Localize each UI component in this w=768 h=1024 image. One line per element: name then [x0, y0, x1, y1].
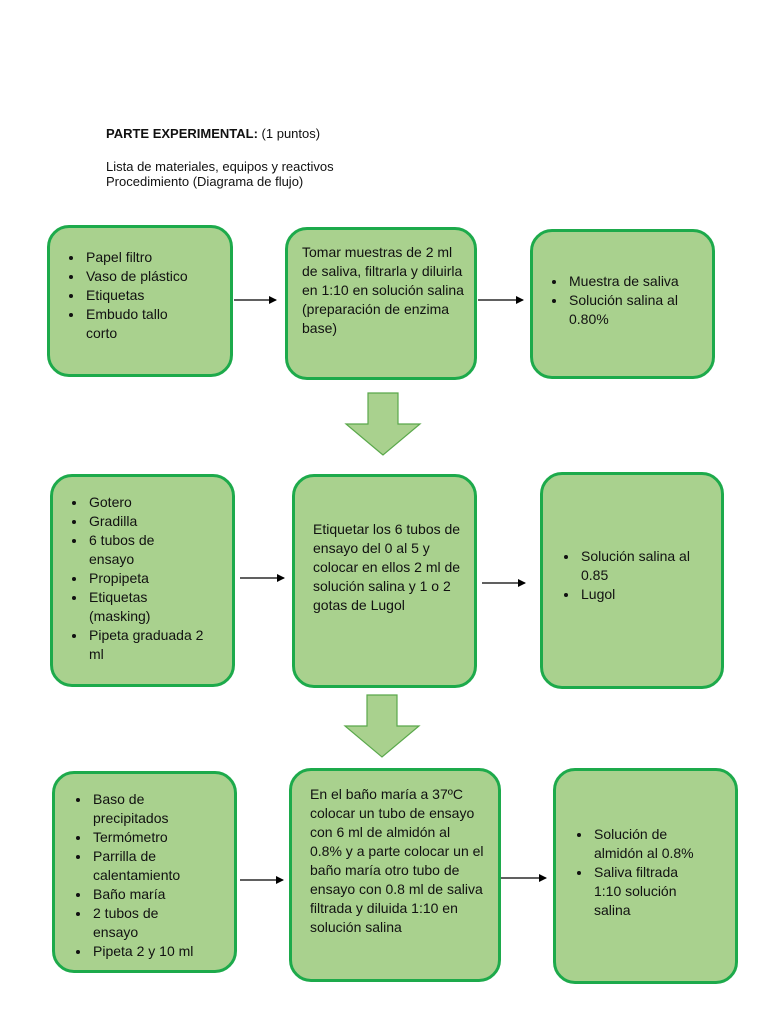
- list-item: Saliva filtrada 1:10 solución salina: [592, 863, 725, 920]
- list-item: Vaso de plástico: [84, 267, 220, 286]
- list-item: Pipeta 2 y 10 ml: [91, 942, 224, 961]
- section-points: (1 puntos): [261, 126, 321, 141]
- list-item: Solución de almidón al 0.8%: [592, 825, 725, 863]
- materials-list-1: Papel filtro Vaso de plástico Etiquetas …: [62, 248, 220, 343]
- list-item: Embudo tallo corto: [84, 305, 220, 343]
- list-item: 6 tubos de ensayo: [87, 531, 216, 569]
- procedure-text-2: Etiquetar los 6 tubos de ensayo del 0 al…: [313, 521, 461, 613]
- materials-list-3: Baso de precipitados Termómetro Parrilla…: [69, 790, 224, 961]
- reagents-list-3: Solución de almidón al 0.8% Saliva filtr…: [570, 825, 725, 920]
- materials-list-2: Gotero Gradilla 6 tubos de ensayo Propip…: [65, 493, 216, 664]
- procedure-text-1: Tomar muestras de 2 ml de saliva, filtra…: [302, 244, 464, 336]
- list-item: Muestra de saliva: [567, 272, 706, 291]
- materials-box-3: Baso de precipitados Termómetro Parrilla…: [52, 771, 237, 973]
- list-item: Gotero: [87, 493, 216, 512]
- reagents-list-2: Solución salina al 0.85 Lugol: [557, 547, 713, 604]
- list-item: Etiquetas: [84, 286, 220, 305]
- reagents-list-1: Muestra de saliva Solución salina al 0.8…: [545, 272, 706, 329]
- list-item: Papel filtro: [84, 248, 220, 267]
- list-item: Lugol: [579, 585, 713, 604]
- list-item: Pipeta graduada 2 ml: [87, 626, 216, 664]
- section-title: PARTE EXPERIMENTAL:: [106, 126, 258, 141]
- down-arrow-row1-to-row2: [344, 392, 422, 456]
- reagents-box-3: Solución de almidón al 0.8% Saliva filtr…: [553, 768, 738, 984]
- list-item: 2 tubos de ensayo: [91, 904, 224, 942]
- procedure-box-1: Tomar muestras de 2 ml de saliva, filtra…: [285, 227, 477, 380]
- procedure-text-3: En el baño maría a 37ºC colocar un tubo …: [310, 786, 484, 935]
- reagents-box-1: Muestra de saliva Solución salina al 0.8…: [530, 229, 715, 379]
- list-item: Gradilla: [87, 512, 216, 531]
- list-item: Baso de precipitados: [91, 790, 224, 828]
- list-item: Propipeta: [87, 569, 216, 588]
- procedure-box-2: Etiquetar los 6 tubos de ensayo del 0 al…: [292, 474, 477, 688]
- list-item: Solución salina al 0.80%: [567, 291, 706, 329]
- list-item: Solución salina al 0.85: [579, 547, 713, 585]
- down-arrow-row2-to-row3: [343, 694, 421, 758]
- materials-box-2: Gotero Gradilla 6 tubos de ensayo Propip…: [50, 474, 235, 687]
- procedure-label: Procedimiento (Diagrama de flujo): [106, 174, 304, 189]
- section-heading: PARTE EXPERIMENTAL: (1 puntos): [106, 126, 320, 141]
- materials-box-1: Papel filtro Vaso de plástico Etiquetas …: [47, 225, 233, 377]
- list-item: Termómetro: [91, 828, 224, 847]
- list-item: Parrilla de calentamiento: [91, 847, 224, 885]
- list-item: Baño maría: [91, 885, 224, 904]
- materials-list-label: Lista de materiales, equipos y reactivos: [106, 159, 334, 174]
- list-item: Etiquetas (masking): [87, 588, 216, 626]
- reagents-box-2: Solución salina al 0.85 Lugol: [540, 472, 724, 689]
- procedure-box-3: En el baño maría a 37ºC colocar un tubo …: [289, 768, 501, 982]
